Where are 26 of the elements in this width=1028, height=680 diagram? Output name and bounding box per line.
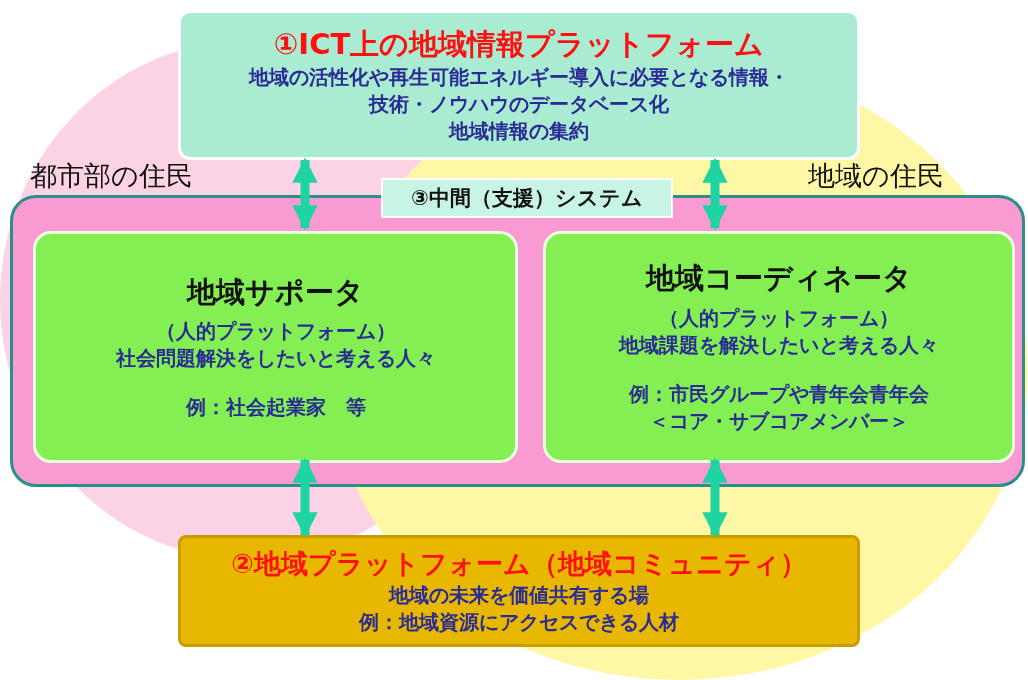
area-label: 地域の住民 bbox=[808, 159, 944, 193]
double-arrow bbox=[702, 457, 728, 538]
box-text: 地域の未来を価値共有する場 bbox=[387, 582, 650, 610]
platform-box bbox=[178, 10, 860, 160]
double-arrow bbox=[292, 457, 318, 538]
box-heading: 地域コーディネータ bbox=[644, 260, 913, 298]
box-text: ＜コア・サブコアメンバー＞ bbox=[648, 407, 910, 435]
area-label: 都市部の住民 bbox=[30, 159, 193, 193]
box-heading: ②地域プラットフォーム（地域コミュニティ） bbox=[230, 546, 808, 581]
box-heading: 地域サポータ bbox=[185, 273, 365, 311]
double-arrow bbox=[292, 157, 318, 231]
box-text: （人的プラットフォーム） bbox=[658, 304, 900, 332]
box-text: 例：社会起業家 等 bbox=[184, 394, 367, 422]
box-text: 地域情報の集約 bbox=[447, 118, 590, 146]
box-text: 地域の活性化や再生可能エネルギー導入に必要となる情報・技術・ノウハウのデータベース化 bbox=[247, 64, 790, 119]
box-text: 例：地域資源にアクセスできる人材 bbox=[358, 609, 680, 637]
role-box bbox=[543, 231, 1015, 463]
double-arrow bbox=[702, 157, 728, 231]
box-heading: ①ICT上の地域情報プラットフォーム bbox=[272, 25, 766, 63]
box-text: （人的プラットフォーム） bbox=[154, 318, 397, 346]
box-text: 社会問題解決をしたいと考える人々 bbox=[114, 345, 437, 373]
box-text: 地域課題を解決したいと考える人々 bbox=[617, 331, 940, 359]
role-box bbox=[33, 231, 518, 463]
box-text: 例：市民グループや青年会青年会 bbox=[628, 380, 930, 408]
system-tab: ③中間（支援）システム bbox=[381, 178, 673, 218]
platform-box bbox=[178, 535, 860, 647]
